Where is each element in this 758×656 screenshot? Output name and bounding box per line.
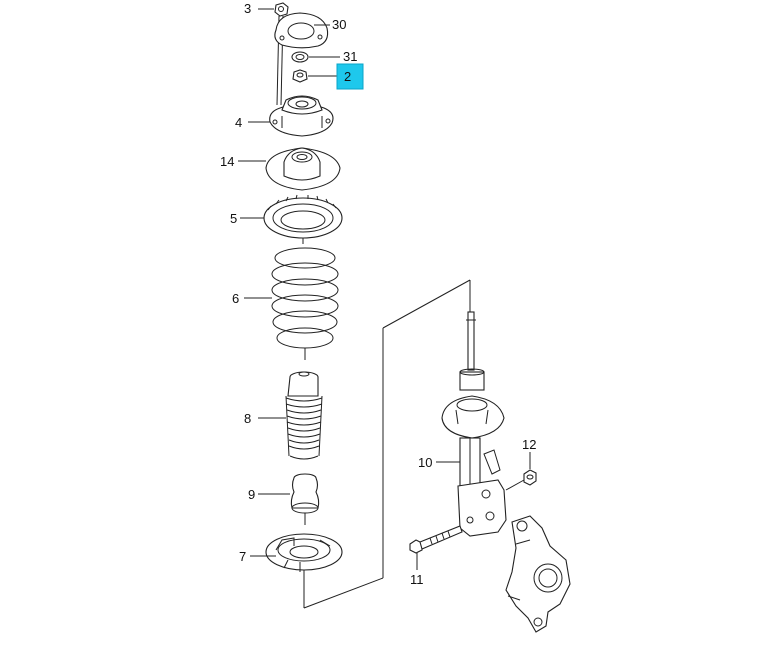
callout-14[interactable]: 14 xyxy=(220,154,234,169)
part-4-strut-mount[interactable] xyxy=(269,95,334,137)
part-14-bearing[interactable] xyxy=(265,147,341,191)
part-30-plate[interactable] xyxy=(274,12,329,49)
callout-9[interactable]: 9 xyxy=(248,487,255,502)
callout-31[interactable]: 31 xyxy=(343,49,357,64)
callout-30[interactable]: 30 xyxy=(332,17,346,32)
callout-2-highlight xyxy=(336,63,364,90)
callout-8[interactable]: 8 xyxy=(244,411,251,426)
steering-knuckle[interactable] xyxy=(505,515,571,633)
part-7-lower-seat[interactable] xyxy=(265,533,343,585)
part-8-dust-boot[interactable] xyxy=(285,371,323,460)
callout-4[interactable]: 4 xyxy=(235,115,242,130)
part-12-nut[interactable] xyxy=(505,469,537,491)
callout-10[interactable]: 10 xyxy=(418,455,432,470)
part-31-washer[interactable] xyxy=(291,51,309,63)
callout-6[interactable]: 6 xyxy=(232,291,239,306)
part-5-spring-seat[interactable] xyxy=(263,194,343,244)
callout-7[interactable]: 7 xyxy=(239,549,246,564)
part-11-bolt[interactable] xyxy=(409,525,463,554)
callout-5[interactable]: 5 xyxy=(230,211,237,226)
callout-2[interactable]: 2 xyxy=(344,69,351,84)
part-9-bump-stop[interactable] xyxy=(290,473,320,525)
callout-12[interactable]: 12 xyxy=(522,437,536,452)
part-2-nut[interactable] xyxy=(292,69,308,83)
part-10-shock-absorber[interactable] xyxy=(441,311,507,537)
callout-11[interactable]: 11 xyxy=(410,572,424,587)
callout-3[interactable]: 3 xyxy=(244,1,251,16)
assembly-connector xyxy=(303,279,471,609)
part-6-coil-spring[interactable] xyxy=(271,247,339,360)
